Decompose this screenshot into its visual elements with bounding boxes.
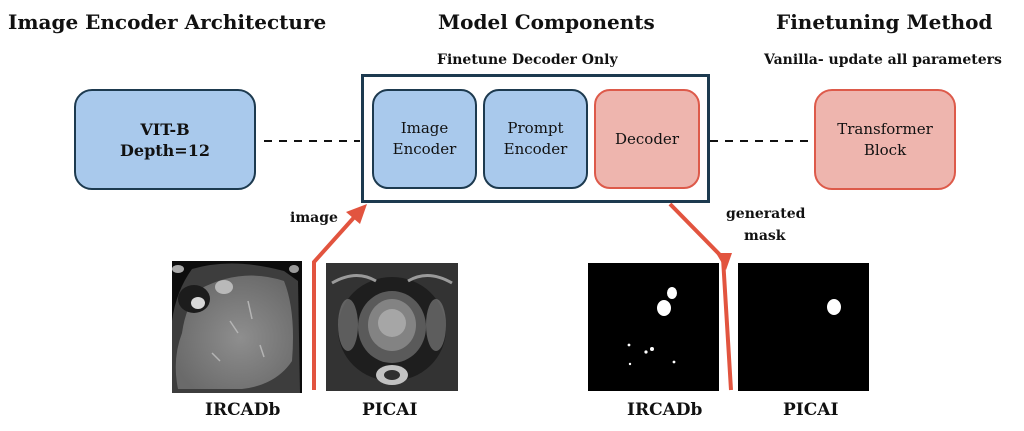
prompt-encoder-label-2: Encoder [503,140,568,158]
ircadb-ct-image [172,261,302,393]
model-components-frame [361,74,710,203]
subheading-vanilla: Vanilla- update all parameters [764,52,1002,68]
picai-generated-mask [738,263,869,391]
generated-mask-label-1: generated [726,206,806,222]
subheading-finetune-decoder-only: Finetune Decoder Only [437,52,618,68]
transformer-label-1: Transformer [837,119,933,138]
image-arrow-line [312,211,360,390]
mask-arrow-head [716,253,732,270]
prompt-encoder-label-1: Prompt [507,119,564,137]
image-encoder-label-2: Encoder [392,140,457,158]
generated-mask-label-2: mask [744,228,786,244]
heading-model-components: Model Components [438,10,655,34]
caption-output-ircadb: IRCADb [627,400,703,420]
picai-mri-image [326,263,458,391]
vit-b-box: VIT-B Depth=12 [74,89,256,190]
transformer-label-2: Block [863,140,907,159]
decoder-label: Decoder [615,129,679,148]
caption-output-picai: PICAI [783,400,839,420]
vit-b-label: VIT-B [140,119,190,139]
heading-image-encoder-architecture: Image Encoder Architecture [8,10,327,34]
transformer-block-box: Transformer Block [814,89,956,190]
heading-finetuning-method: Finetuning Method [776,10,993,34]
image-arrow-label: image [290,210,338,226]
prompt-encoder-box: Prompt Encoder [483,89,588,189]
image-encoder-label-1: Image [400,119,449,137]
image-encoder-box: Image Encoder [372,89,477,189]
decoder-box: Decoder [594,89,700,189]
ircadb-generated-mask [588,263,719,391]
caption-input-ircadb: IRCADb [205,400,281,420]
vit-depth-label: Depth=12 [120,140,210,160]
image-arrow-head [346,204,367,224]
caption-input-picai: PICAI [362,400,418,420]
